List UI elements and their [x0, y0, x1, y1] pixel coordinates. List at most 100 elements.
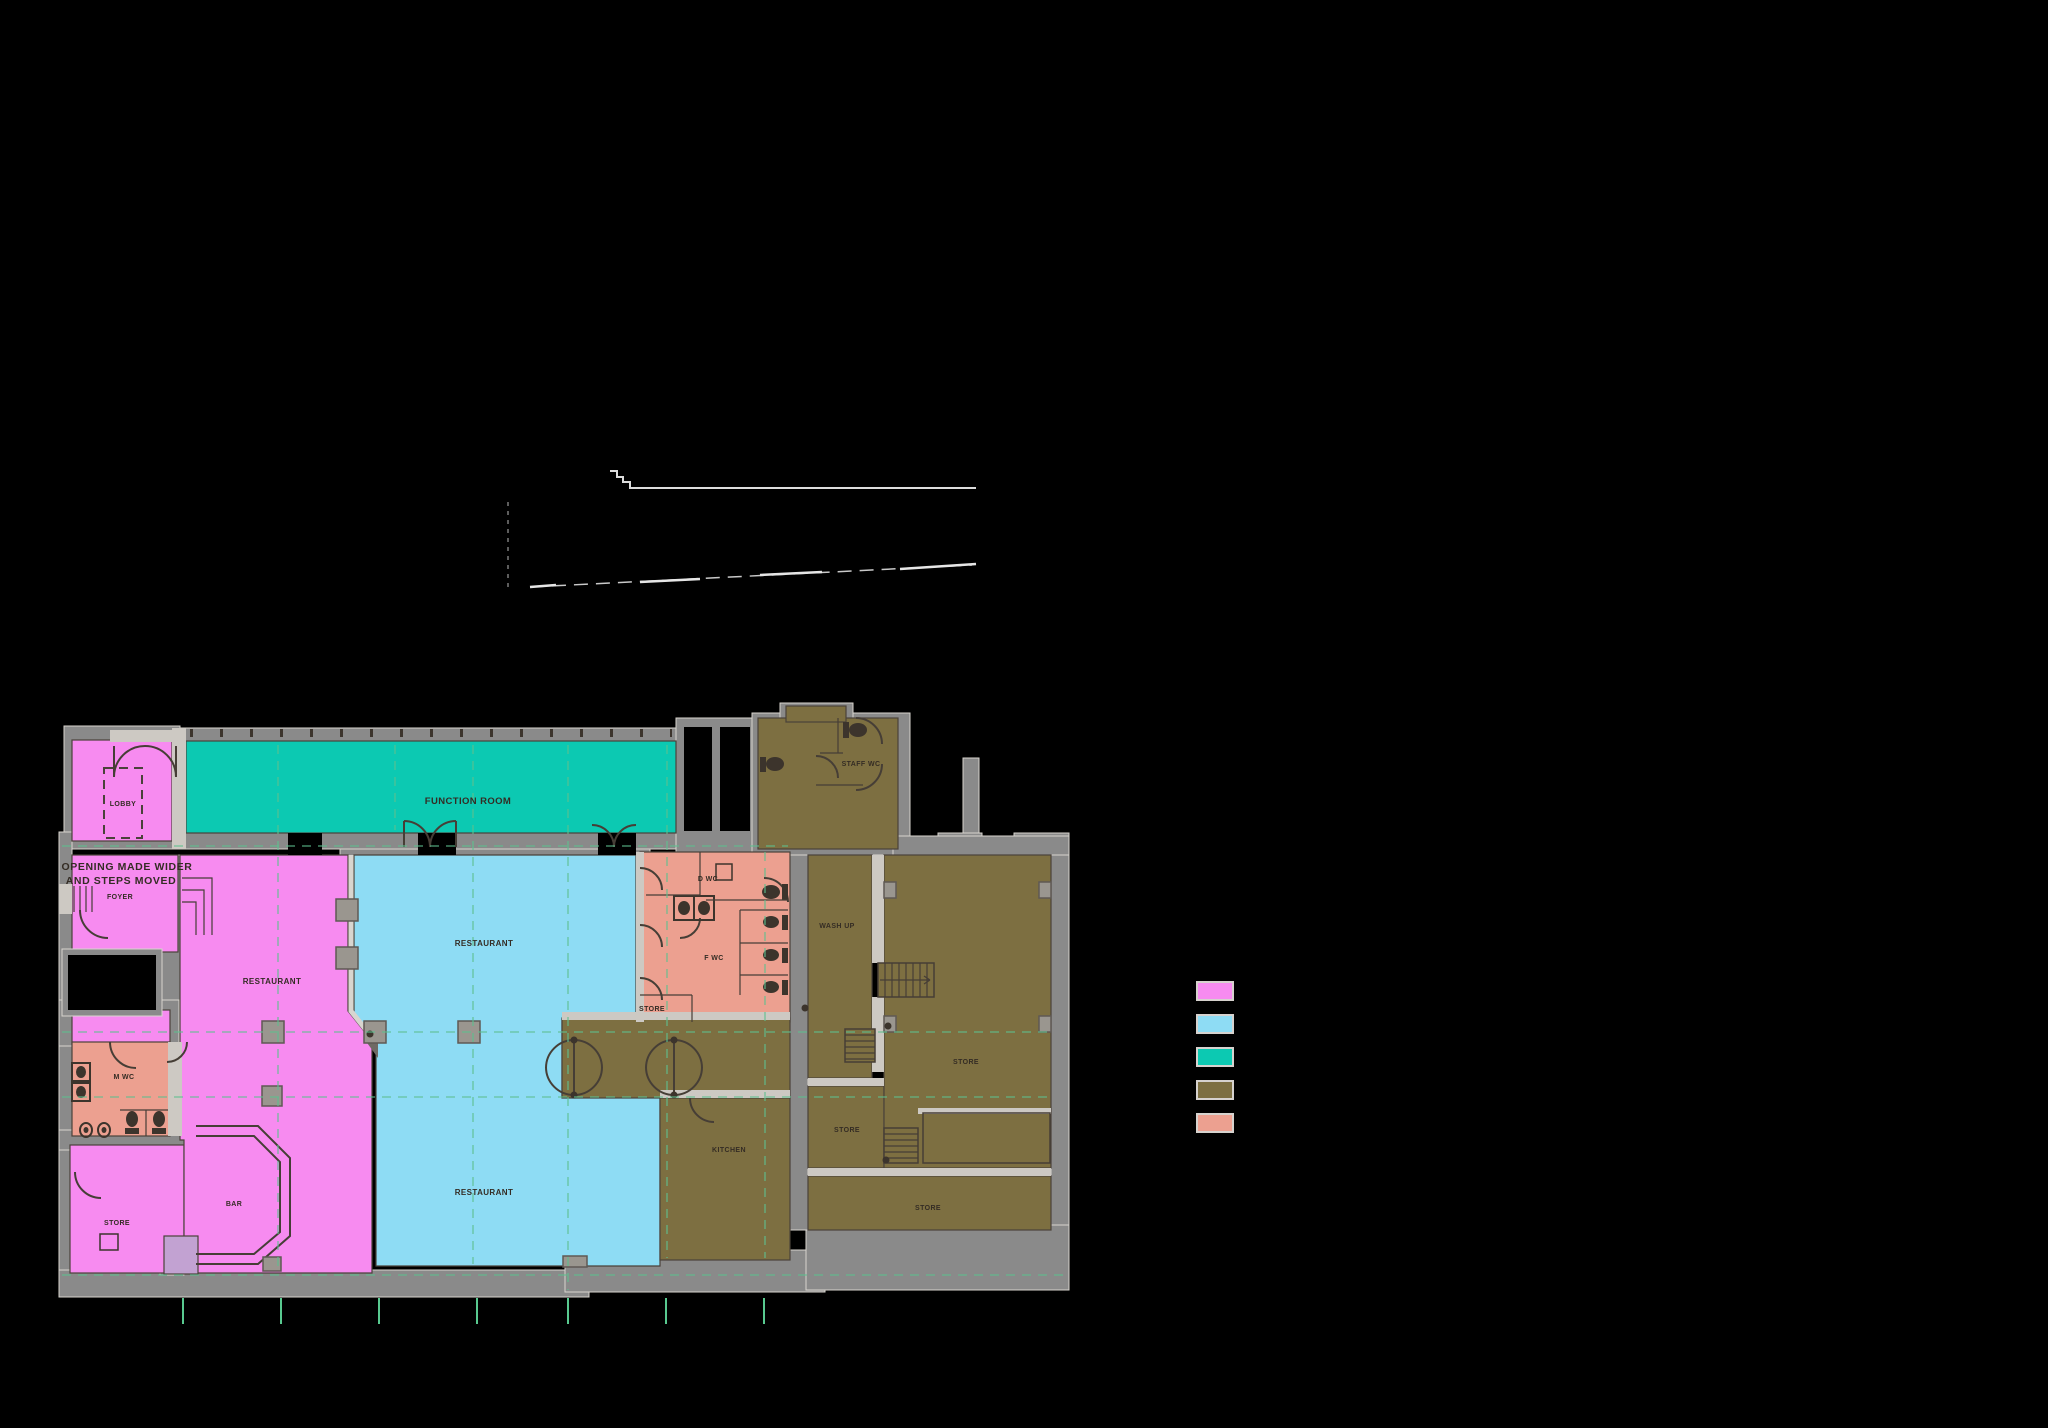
section-detail — [507, 470, 977, 589]
label-restaurant-blue-upper: RESTAURANT — [455, 939, 514, 948]
lobby-door-left — [113, 745, 146, 778]
basin-icon — [673, 895, 715, 921]
legend-swatch-blue — [1196, 1014, 1234, 1034]
column — [261, 1085, 283, 1107]
toilet-icon — [763, 915, 788, 930]
foyer-steps — [73, 877, 213, 935]
foyer-door — [79, 909, 109, 939]
label-bar: BAR — [226, 1201, 242, 1208]
urinal-icon — [79, 1122, 111, 1138]
legend-swatch-salmon — [1196, 1113, 1234, 1133]
room-function-room — [185, 740, 677, 834]
toilet-icon — [760, 757, 784, 772]
label-male-wc: M WC — [113, 1074, 134, 1081]
lobby-mat-outline — [103, 767, 143, 839]
basin-icon — [71, 1062, 91, 1102]
legend-swatch-olive — [1196, 1080, 1234, 1100]
rooms — [69, 705, 1052, 1274]
room-kitchen — [659, 1097, 791, 1261]
stairs — [73, 877, 935, 1164]
label-staff-wc: STAFF WC — [842, 761, 881, 768]
section-ramp-segment — [529, 583, 557, 589]
wc-lobby-door — [639, 977, 663, 1001]
staff-wc-partitions — [816, 718, 863, 786]
section-ramp-line — [529, 564, 973, 588]
pilaster — [883, 881, 897, 899]
lift-shaft-void — [68, 955, 156, 1010]
label-store-south: STORE — [915, 1205, 941, 1212]
stair-east — [877, 962, 935, 998]
room-staff-wc-upper — [785, 705, 847, 723]
column — [262, 1256, 282, 1272]
label-store-middle: STORE — [834, 1127, 860, 1134]
staff-wc-door — [855, 763, 883, 791]
room-entrance-vestibule — [561, 1017, 791, 1099]
label-note-2: AND STEPS MOVED — [66, 875, 177, 887]
pilaster — [1038, 881, 1052, 899]
legend-swatch-pink — [1196, 981, 1234, 1001]
wall-openings — [190, 729, 672, 855]
label-female-wc: F WC — [704, 955, 723, 962]
wc-lobby-door — [639, 867, 663, 891]
shaft-void — [684, 727, 712, 831]
dumbwaiter-fixture — [163, 1235, 199, 1275]
wc-store-partition — [640, 994, 693, 1022]
room-store-east — [883, 854, 1052, 1169]
legend-swatch-teal — [1196, 1047, 1234, 1067]
store-fixture — [99, 1233, 119, 1251]
label-restaurant-blue-lower: RESTAURANT — [455, 1188, 514, 1197]
stair-hallway — [844, 1028, 876, 1063]
pilaster — [1038, 1015, 1052, 1033]
staff-wc-door-lower — [815, 755, 839, 779]
pilaster — [562, 1255, 588, 1268]
wc-fixture — [715, 863, 733, 881]
doors — [74, 717, 883, 1199]
room-labels: LOBBY FUNCTION ROOM OPENING MADE WIDER A… — [62, 761, 979, 1227]
label-store-southwest: STORE — [104, 1220, 130, 1227]
section-ramp-segment — [899, 562, 977, 571]
section-stair-profile — [610, 470, 976, 489]
room-foyer — [71, 854, 179, 953]
function-room-door — [613, 824, 637, 848]
cold-store-outline — [922, 1112, 1051, 1164]
store-southwest-door — [74, 1171, 102, 1199]
wc-partitions — [646, 852, 788, 901]
label-note-1: OPENING MADE WIDER — [62, 861, 193, 873]
label-foyer: FOYER — [107, 894, 133, 901]
grid-lines — [62, 745, 1066, 1324]
label-store-wc-block: STORE — [639, 1006, 665, 1013]
column — [335, 898, 359, 922]
staff-wc-door-upper — [855, 717, 883, 745]
vestibule-swing-door-east — [645, 1039, 703, 1096]
grid-ticks-bottom — [182, 1298, 765, 1324]
male-wc-door — [109, 1041, 137, 1069]
lobby-door-right — [144, 745, 177, 778]
vestibule-swing-door-west — [545, 1039, 603, 1096]
male-wc-cubicles — [120, 1109, 168, 1136]
label-restaurant-pink: RESTAURANT — [243, 977, 302, 986]
fixtures — [71, 718, 1051, 1275]
label-store-east: STORE — [953, 1059, 979, 1066]
section-ramp-segment — [639, 577, 701, 584]
male-wc-lobby-door — [166, 1041, 188, 1063]
shaft-void — [720, 727, 750, 831]
toilet-icon — [843, 722, 867, 738]
toilet-icon — [762, 884, 788, 900]
room-store-south — [807, 1175, 1052, 1231]
kitchen-door — [689, 1097, 715, 1123]
wc-cubicle-partitions — [739, 909, 788, 995]
bar-counter — [196, 1125, 291, 1265]
function-room-door — [429, 820, 457, 848]
wc-lobby-door — [639, 924, 663, 948]
toilet-icon — [763, 948, 788, 963]
stair-store — [883, 1127, 919, 1164]
label-wash-up: WASH UP — [819, 923, 854, 930]
label-lobby: LOBBY — [110, 801, 137, 808]
section-ramp-segment — [759, 570, 823, 577]
voids — [61, 727, 750, 1017]
label-function-room: FUNCTION ROOM — [425, 796, 511, 807]
toilet-icon — [763, 980, 788, 995]
toilet-icon — [125, 1111, 139, 1134]
